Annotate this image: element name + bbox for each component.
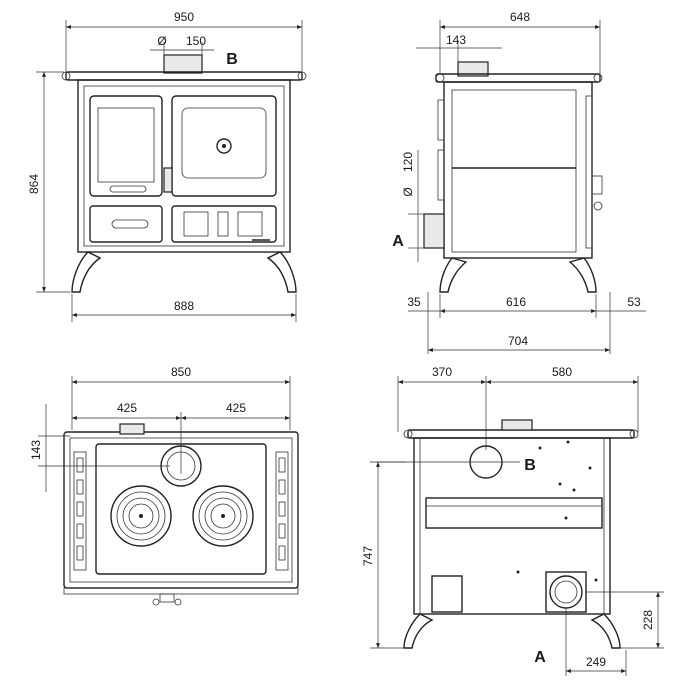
dimension-850: 850	[171, 365, 191, 379]
inlet-label-a-rear: A	[534, 649, 546, 666]
dimension-143-top: 143	[29, 440, 43, 460]
dimension-864: 864	[27, 174, 41, 194]
outlet-label-b-rear: B	[524, 457, 536, 474]
dimension-35: 35	[407, 295, 421, 309]
diameter-symbol: Ø	[157, 34, 166, 48]
side-rail-right	[275, 451, 289, 571]
rear-view: 370 580 B	[361, 365, 664, 676]
dimension-704: 704	[508, 334, 528, 348]
side-view: 648 143 Ø 120 A	[392, 10, 646, 354]
inlet-label-a-side: A	[392, 233, 404, 250]
hob-plate-right	[192, 485, 254, 547]
front-view: 950 Ø 150 B	[27, 10, 307, 322]
dimension-249: 249	[586, 655, 606, 669]
dimension-370: 370	[432, 365, 452, 379]
dimension-143-side: 143	[446, 33, 466, 47]
dimension-120: 120	[401, 152, 415, 172]
dimension-648: 648	[510, 10, 530, 24]
dimension-747: 747	[361, 546, 375, 566]
flue-ring-top	[160, 445, 202, 487]
dimension-flue-150: 150	[186, 34, 206, 48]
diameter-symbol-side: Ø	[401, 187, 415, 196]
hob-plate-left	[110, 485, 172, 547]
dimension-425-right: 425	[226, 401, 246, 415]
dimension-228: 228	[641, 610, 655, 630]
dimension-616: 616	[506, 295, 526, 309]
dimension-53: 53	[627, 295, 641, 309]
top-view: 850 425 425 143	[29, 365, 299, 606]
side-rail-left	[73, 451, 87, 571]
dimension-425-left: 425	[117, 401, 137, 415]
dimension-580: 580	[552, 365, 572, 379]
dimension-950: 950	[174, 10, 194, 24]
dimension-888: 888	[174, 299, 194, 313]
outlet-label-b: B	[226, 51, 238, 68]
